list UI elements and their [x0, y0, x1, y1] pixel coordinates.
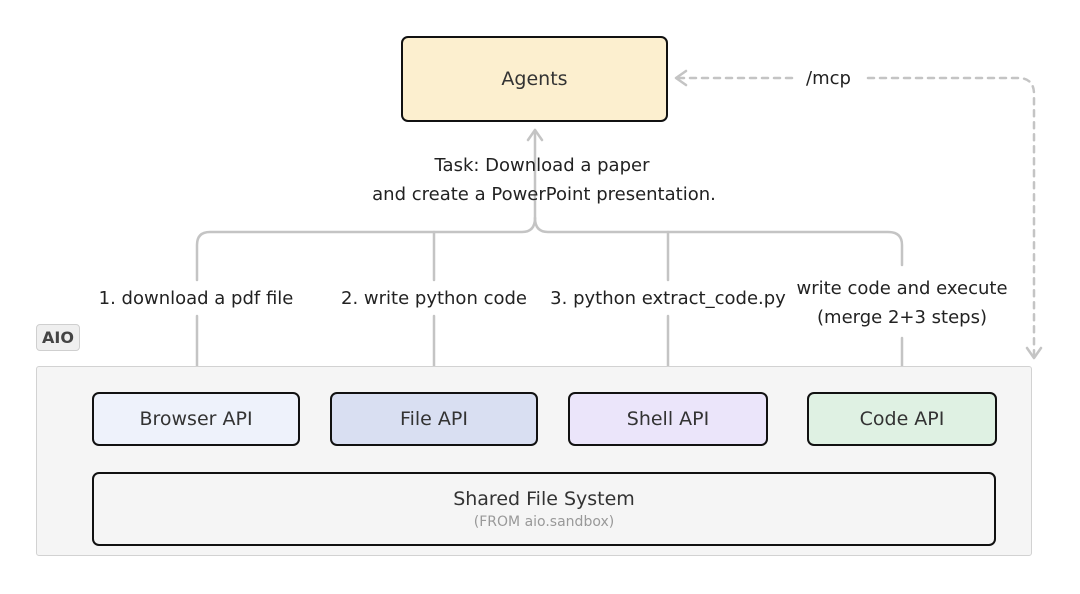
shell-api-label: Shell API [626, 408, 710, 430]
task-line-1: Task: Download a paper [434, 155, 650, 176]
aio-badge-label: AIO [42, 328, 74, 347]
mcp-dashed-line [866, 76, 1036, 358]
shared-file-system-box: Shared File System (FROM aio.sandbox) [92, 472, 996, 546]
step-4-label-line-1: write code and execute [796, 278, 1008, 299]
code-api-label: Code API [859, 408, 945, 430]
shared-file-system-subtitle: (FROM aio.sandbox) [473, 514, 615, 530]
mcp-label: /mcp [806, 68, 851, 89]
code-api-box: Code API [807, 392, 997, 446]
agents-box: Agents [401, 36, 668, 122]
step-2-label: 2. write python code [341, 288, 527, 309]
browser-api-label: Browser API [139, 408, 253, 430]
file-api-box: File API [330, 392, 538, 446]
shell-api-box: Shell API [568, 392, 768, 446]
arrow-left-to-agents [674, 69, 688, 87]
shared-file-system-title: Shared File System [453, 488, 635, 510]
branch-line [195, 216, 537, 282]
file-api-label: File API [400, 408, 468, 430]
agents-label: Agents [501, 68, 568, 90]
task-line-2: and create a PowerPoint presentation. [372, 184, 716, 205]
step-4-label-line-2: (merge 2+3 steps) [817, 307, 987, 328]
step-1-label: 1. download a pdf file [98, 288, 294, 309]
aio-badge: AIO [36, 324, 80, 351]
arrow-up-to-agents [526, 128, 544, 142]
branch-line [533, 216, 904, 267]
arrow-down-to-aio [1025, 346, 1043, 360]
browser-api-box: Browser API [92, 392, 300, 446]
step-3-label: 3. python extract_code.py [550, 288, 786, 309]
